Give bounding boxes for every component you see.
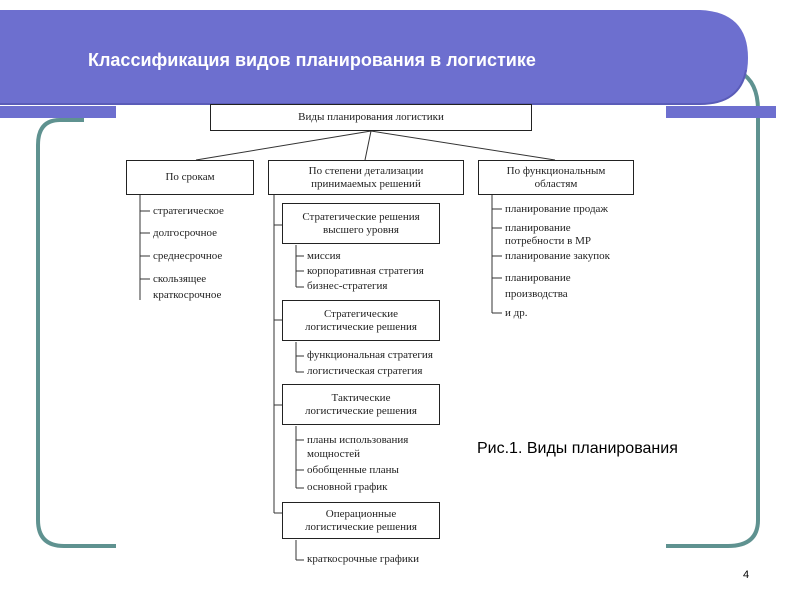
- term-item: краткосрочное: [153, 289, 222, 301]
- accent-bar-left: [0, 106, 116, 118]
- detail-group-box: Стратегические решения высшего уровня: [282, 203, 440, 244]
- detail-group-title-line: Стратегические: [323, 307, 398, 320]
- function-item: планирование продаж: [505, 203, 609, 215]
- detail-item: планы использования: [307, 434, 409, 446]
- category-by-terms: По срокам: [126, 160, 254, 195]
- detail-group-title-line: логистические решения: [305, 520, 417, 533]
- term-item: среднесрочное: [153, 250, 223, 262]
- detail-group-title-line: логистические решения: [305, 404, 417, 417]
- header-shadow: [0, 69, 747, 105]
- figure-caption: Рис.1. Виды планирования: [477, 440, 678, 457]
- term-item: скользящее: [153, 273, 207, 285]
- function-item: планирование: [505, 272, 571, 284]
- header-band: [0, 10, 748, 104]
- detail-item: миссия: [307, 250, 341, 262]
- detail-item: бизнес-стратегия: [307, 280, 388, 292]
- category-by-function: По функциональным областям: [478, 160, 634, 195]
- category-by-function-line-1: По функциональным: [506, 164, 606, 177]
- detail-group-box: Операционные логистические решения: [282, 502, 440, 539]
- slide-title: Классификация видов планирования в логис…: [88, 50, 536, 70]
- category-by-detail-line-1: По степени детализации: [308, 164, 424, 177]
- detail-group-box: Тактические логистические решения: [282, 384, 440, 425]
- function-item: и др.: [505, 307, 528, 319]
- detail-group-title-line: логистические решения: [305, 320, 417, 333]
- detail-group-title-line: Тактические: [331, 391, 391, 404]
- detail-item: логистическая стратегия: [307, 365, 423, 377]
- function-item: производства: [505, 288, 568, 300]
- detail-group-box: Стратегические логистические решения: [282, 300, 440, 341]
- category-by-detail: По степени детализации принимаемых решен…: [268, 160, 464, 195]
- root-label: Виды планирования логистики: [298, 111, 444, 123]
- category-by-function-line-2: областям: [534, 177, 578, 190]
- detail-item: мощностей: [307, 448, 361, 460]
- root-box: Виды планирования логистики: [210, 104, 532, 131]
- term-item: долгосрочное: [153, 227, 217, 239]
- function-item: потребности в МР: [505, 235, 591, 247]
- detail-item: краткосрочные графики: [307, 553, 419, 565]
- detail-group-title-line: высшего уровня: [323, 223, 399, 236]
- frame-outline: [36, 70, 760, 548]
- page-number: 4: [743, 569, 750, 581]
- category-by-detail-line-2: принимаемых решений: [311, 177, 421, 190]
- function-item: планирование закупок: [505, 250, 611, 262]
- function-item: планирование: [505, 222, 571, 234]
- detail-group-title-line: Операционные: [325, 507, 397, 520]
- detail-item: корпоративная стратегия: [307, 265, 424, 277]
- detail-item: функциональная стратегия: [307, 349, 433, 361]
- detail-item: обобщенные планы: [307, 464, 399, 476]
- detail-group-title-line: Стратегические решения: [302, 210, 420, 223]
- accent-bar-right: [666, 106, 776, 118]
- term-item: стратегическое: [153, 205, 224, 217]
- category-by-terms-label: По срокам: [165, 171, 215, 183]
- detail-item: основной график: [307, 481, 388, 493]
